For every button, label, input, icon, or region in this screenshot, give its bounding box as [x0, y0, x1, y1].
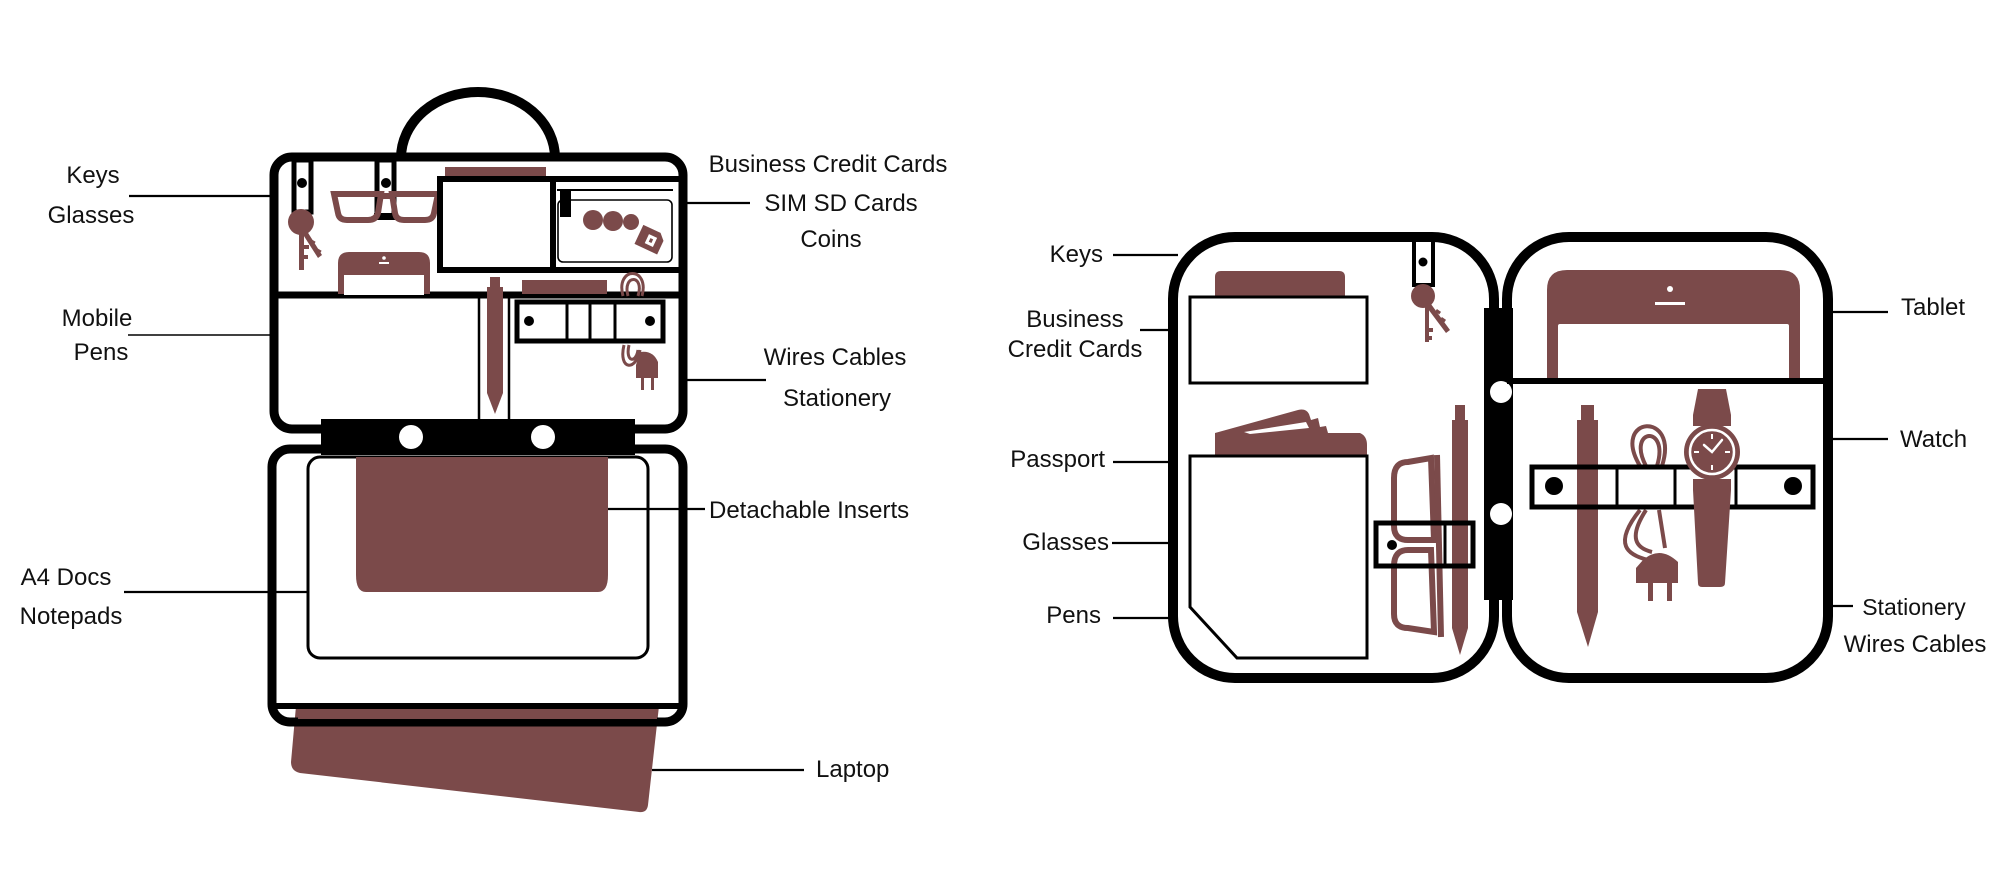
pen-icon: [487, 277, 503, 414]
pen-icon: [1452, 405, 1468, 655]
hinge-bar: [321, 419, 635, 455]
label-sim-sd-cards: SIM SD Cards: [764, 190, 917, 217]
elastic-strap: [1373, 520, 1476, 569]
strap-end: [374, 213, 398, 220]
mobile-phone-icon: [338, 252, 430, 295]
strap-rivet: [297, 178, 307, 188]
label-credit-cards: Credit Cards: [1008, 336, 1143, 363]
label-wires-cables: Wires Cables: [1844, 631, 1987, 658]
glasses-icon: [330, 191, 442, 223]
key-icon: [1411, 284, 1450, 342]
label-laptop: Laptop: [816, 756, 889, 783]
coin-icon: [583, 210, 603, 230]
elastic-strap: [1529, 464, 1816, 510]
watch-icon: [1684, 389, 1740, 587]
card-icon: [1215, 271, 1345, 297]
strap-rivet: [1545, 477, 1563, 495]
hinge-hole: [399, 425, 423, 449]
label-stationery: Stationery: [1862, 594, 1966, 620]
cable-plug-icon: [1622, 424, 1678, 601]
strap-rivet: [381, 178, 391, 188]
label-pens: Pens: [74, 339, 129, 366]
label-keys: Keys: [1050, 241, 1103, 268]
stationery-strip: [522, 280, 607, 294]
label-tablet: Tablet: [1901, 294, 1965, 321]
coin-icon: [623, 214, 639, 230]
label-notepads: Notepads: [20, 603, 123, 630]
pen-icon: [1577, 405, 1598, 647]
laptop-fill-cover: [298, 707, 657, 719]
passport-icon: [1215, 409, 1367, 456]
label-mobile: Mobile: [62, 305, 133, 332]
business-card-pocket: [1188, 295, 1369, 385]
glasses-icon: [1391, 454, 1444, 638]
zip-pull: [560, 191, 571, 217]
label-passport: Passport: [1010, 446, 1105, 473]
label-keys: Keys: [66, 162, 119, 189]
spine-hole: [1490, 381, 1512, 403]
sim-card-icon: [634, 224, 664, 255]
label-a4-docs: A4 Docs: [21, 564, 112, 591]
passport-pocket: [1188, 454, 1369, 660]
insert-icon: [356, 457, 608, 592]
label-business: Business: [1026, 306, 1123, 333]
business-card-strip: [445, 167, 546, 177]
spine-hole: [1490, 503, 1512, 525]
label-coins: Coins: [800, 226, 861, 253]
label-watch: Watch: [1900, 426, 1967, 453]
strap-rivet: [645, 316, 655, 326]
label-pens: Pens: [1046, 602, 1101, 629]
handle: [396, 87, 560, 159]
strap-rivet: [1784, 477, 1802, 495]
laptop-icon: [291, 706, 659, 813]
coin-icon: [603, 211, 623, 231]
left-bag: Keys Glasses Mobile Pens Business Credit…: [20, 87, 948, 813]
hinge-hole: [531, 425, 555, 449]
label-stationery: Stationery: [783, 385, 891, 412]
coin-pocket-inner: [557, 199, 673, 263]
tablet-icon: [1547, 270, 1800, 380]
label-detachable-inserts: Detachable Inserts: [709, 497, 909, 524]
strap-rivet: [1418, 257, 1428, 267]
strap-rivet: [524, 316, 534, 326]
label-glasses: Glasses: [1022, 529, 1109, 556]
strap-rivet: [1387, 540, 1397, 550]
cable-plug-icon: [620, 272, 658, 390]
label-wires-cables: Wires Cables: [764, 344, 907, 371]
right-bag: Keys Business Credit Cards Passport Glas…: [1008, 232, 1987, 683]
business-card-pocket: [437, 176, 556, 273]
key-icon: [288, 209, 322, 270]
label-glasses: Glasses: [48, 202, 135, 229]
spine-bar: [1484, 308, 1513, 600]
label-business-credit-cards: Business Credit Cards: [709, 151, 948, 178]
